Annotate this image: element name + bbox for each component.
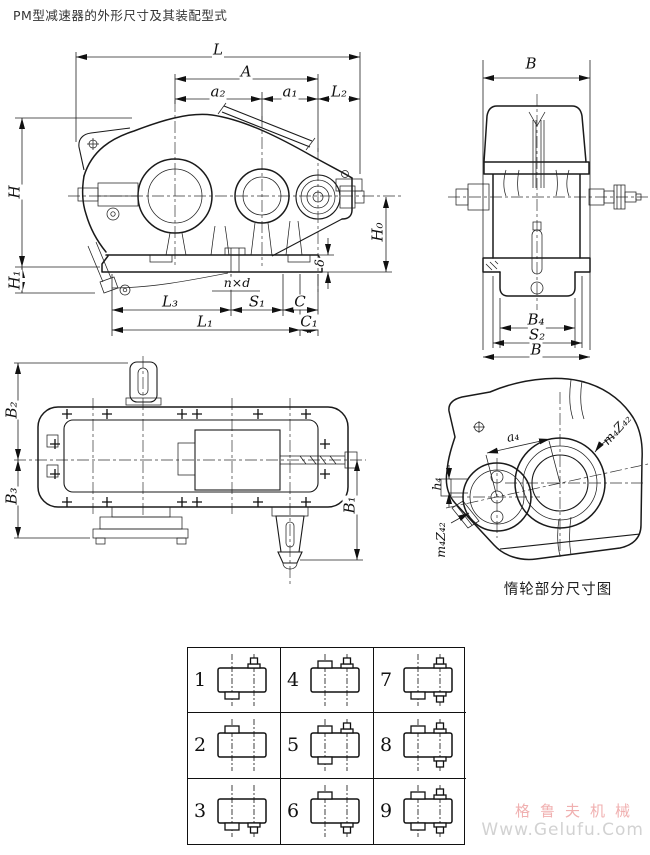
dim-label-B2: B₂ [2, 400, 21, 420]
assembly-schematic-8 [403, 719, 453, 772]
dim-label-h4: h₄ [428, 477, 444, 491]
assembly-schematic-1 [217, 654, 267, 707]
dim-label-nxd: n×d [222, 274, 252, 290]
end-ribs [503, 111, 570, 197]
dim-label-L2: L₂ [330, 82, 348, 101]
assembly-cell-number: 5 [287, 734, 300, 757]
assembly-cell-number: 4 [287, 669, 300, 692]
assembly-cell-6: 6 [281, 778, 374, 844]
assembly-schematic-9 [403, 785, 453, 838]
assembly-configuration-grid: 1 4 7 [187, 647, 466, 845]
dim-label-a1: a₁ [281, 82, 299, 101]
dim-label-a2: a₂ [209, 82, 227, 101]
assembly-cell-5: 5 [281, 713, 374, 779]
assembly-schematic-3 [217, 785, 267, 838]
watermark-brand: 格鲁夫机械 [514, 802, 640, 820]
end-extension-lines [482, 60, 591, 350]
dim-label-B-top: B [524, 54, 538, 73]
end-input-shaft [455, 183, 490, 211]
assembly-cell-9: 9 [374, 779, 466, 844]
dim-label-A: A [239, 62, 253, 81]
assembly-cell-number: 7 [380, 669, 393, 692]
end-view-drawing [448, 60, 648, 360]
assembly-cell-4: 4 [281, 648, 374, 714]
assembly-cell-number: 2 [194, 734, 207, 757]
dim-label-L: L [212, 40, 224, 59]
plan-bolt-marks [50, 409, 330, 507]
front-ribs [165, 220, 303, 256]
assembly-cell-2: 2 [188, 713, 281, 779]
dim-label-m4Z42-lower: m₄Z₄₂ [432, 522, 448, 558]
dim-label-H1: H₁ [5, 269, 24, 291]
front-drain-plug [87, 241, 131, 296]
end-centerlines [448, 94, 648, 310]
dim-label-C1: C₁ [299, 312, 319, 331]
plan-output-shaft-down [271, 506, 309, 570]
plan-input-shaft [125, 361, 162, 406]
dim-label-H0: H₀ [368, 221, 387, 243]
dim-label-delta: δ [311, 258, 327, 268]
assembly-schematic-5 [310, 719, 360, 772]
dim-label-B-bottom: B [529, 340, 543, 359]
dim-label-S1: S₁ [247, 292, 267, 311]
dim-label-C: C [293, 292, 307, 311]
dim-label-B3: B₃ [2, 486, 21, 506]
assembly-schematic-6 [310, 785, 360, 838]
end-output-shaft [588, 184, 642, 210]
front-base [101, 247, 323, 289]
dim-label-a4: a₄ [505, 427, 521, 445]
assembly-cell-7: 7 [374, 648, 466, 714]
assembly-cell-number: 3 [194, 800, 207, 823]
dim-label-L1: L₁ [196, 312, 214, 331]
front-housing-outline [78, 113, 363, 257]
plan-dimension-lines [14, 362, 363, 561]
end-housing-outline [482, 105, 591, 297]
idler-centerlines [445, 392, 649, 560]
assembly-schematic-2 [217, 719, 267, 772]
idler-view-caption: 惰轮部分尺寸图 [503, 582, 613, 598]
assembly-cell-1: 1 [188, 648, 281, 714]
idler-housing [440, 377, 643, 561]
front-gear-bosses [77, 158, 365, 234]
assembly-cell-number: 1 [194, 669, 207, 692]
plan-bottom-flange [92, 506, 189, 545]
idler-gears [462, 437, 606, 532]
assembly-cell-number: 8 [380, 734, 393, 757]
dim-label-B4: B₄ [526, 310, 546, 329]
assembly-cell-3: 3 [188, 778, 281, 844]
page-title: PM型减速器的外形尺寸及其装配型式 [13, 8, 228, 23]
idler-view-drawing [440, 377, 649, 561]
idler-dimension-lines [446, 435, 615, 524]
front-dipstick-rod [217, 102, 316, 151]
dim-label-L3: L₃ [161, 292, 179, 311]
plan-view-drawing [14, 356, 366, 584]
plan-body [37, 406, 349, 508]
watermark-site: Www.Gelufu.Com [481, 820, 644, 840]
assembly-schematic-7 [403, 654, 453, 707]
assembly-cell-8: 8 [374, 713, 466, 779]
dim-label-B1: B₁ [340, 495, 359, 515]
dim-label-S2: S₂ [527, 325, 547, 344]
end-foot-slot [530, 221, 544, 295]
assembly-cell-number: 6 [287, 800, 300, 823]
plan-centerlines [14, 356, 366, 584]
dim-label-H: H [5, 184, 24, 200]
front-extension-lines [15, 52, 392, 336]
assembly-cell-number: 9 [380, 800, 393, 823]
assembly-schematic-4 [310, 654, 360, 707]
